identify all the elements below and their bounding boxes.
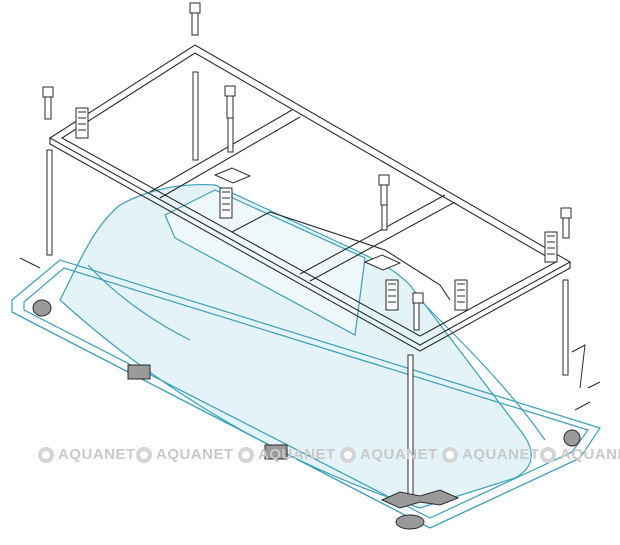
- foot-pad: [32, 299, 52, 317]
- aquanet-logo-icon: [540, 446, 556, 463]
- clamp-arm: [19, 257, 601, 411]
- bolt-head: [560, 207, 572, 219]
- clip: [127, 364, 151, 380]
- frame-cross-1: [149, 109, 293, 193]
- watermark-row: AQUANET AQUANET AQUANET AQUANET AQUANET …: [0, 446, 620, 476]
- bolts: [42, 2, 572, 304]
- bolt-head: [42, 86, 54, 98]
- tub-rim-inner: [23, 267, 589, 519]
- tub-inner-edge: [164, 189, 366, 336]
- watermark: AQUANET: [442, 446, 540, 463]
- bolt-shank: [380, 184, 388, 206]
- foot-pad: [395, 514, 425, 530]
- leg-rod: [46, 149, 53, 256]
- watermark: AQUANET: [340, 446, 438, 463]
- bracket-hatch: [78, 111, 555, 303]
- aquanet-logo-icon: [340, 446, 356, 463]
- bolt-shank: [562, 217, 570, 239]
- frame-cross-2: [299, 194, 446, 275]
- clip: [264, 444, 288, 460]
- tub-rim-front: [11, 311, 581, 529]
- watermark: AQUANET: [136, 446, 234, 463]
- mount-plate: [363, 254, 402, 271]
- support-frame: [48, 44, 572, 352]
- bolt-shank: [226, 95, 234, 119]
- frame-cross-2b: [309, 201, 456, 282]
- aquanet-logo-icon: [136, 446, 152, 463]
- leg-rod: [413, 299, 420, 331]
- frame-cross-1b: [159, 116, 301, 199]
- tub-curve-right: [419, 299, 546, 441]
- aquanet-logo-icon: [442, 446, 458, 463]
- adjustable-foot: [380, 489, 460, 509]
- aquanet-logo-icon: [238, 446, 254, 463]
- brackets: [75, 107, 558, 311]
- watermark: AQUANET: [38, 446, 136, 463]
- frame-longitudinal: [231, 211, 451, 301]
- feet: [19, 257, 601, 530]
- watermark: AQUANET: [238, 446, 336, 463]
- aquanet-logo-icon: [38, 446, 54, 463]
- bolt-shank: [191, 12, 199, 36]
- bolt-head: [412, 292, 424, 304]
- bolt-head: [189, 2, 201, 14]
- mount-plate: [213, 167, 252, 184]
- tub-curve-left: [87, 264, 191, 341]
- bolt-head: [378, 174, 390, 186]
- foot-pad: [563, 429, 581, 447]
- bolt-shank: [44, 96, 52, 120]
- bolt-head: [224, 85, 236, 97]
- watermark: AQUANET: [540, 446, 620, 463]
- frame-rail-thickness: [49, 138, 571, 352]
- leg-rod: [192, 71, 199, 161]
- leg-rod: [562, 279, 569, 376]
